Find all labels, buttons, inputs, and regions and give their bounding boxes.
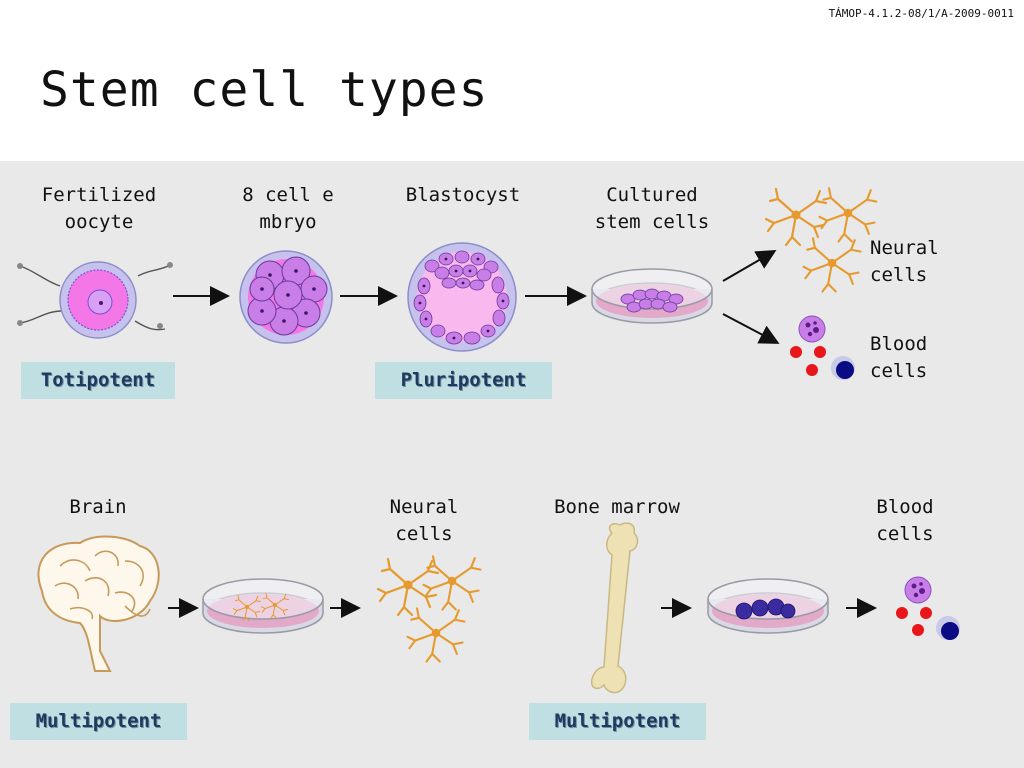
badge-totipotent: Totipotent: [21, 362, 175, 399]
neural-cells-illustration-bottom: [376, 555, 482, 663]
blastocyst-illustration: [407, 242, 517, 352]
label-8-cell-embryo: 8 cell embryo: [242, 184, 334, 233]
badge-multipotent-right: Multipotent: [529, 703, 706, 740]
neural-culture-dish: [202, 578, 324, 634]
label-cultured-stem-cells: Cultured stem cells: [594, 184, 710, 233]
slide-title: Stem cell types: [40, 62, 489, 118]
label-blastocyst: Blastocyst: [405, 184, 521, 206]
label-neural-cells-bottom: Neural cells: [389, 496, 459, 545]
label-neural-cells-top: Neural cells: [870, 237, 939, 286]
bone-illustration: [590, 522, 639, 694]
blood-culture-dish: [707, 578, 829, 634]
label-blood-cells-bottom: Blood cells: [876, 496, 934, 545]
arrow: [722, 249, 777, 282]
stem-cell-diagram: [17, 187, 960, 694]
blood-cells-illustration-bottom: [896, 576, 960, 640]
blood-cells-illustration-top: [790, 315, 855, 380]
header-code: TÁMOP-4.1.2-08/1/A-2009-0011: [828, 7, 1014, 20]
cultured-stem-cells-dish: [591, 268, 713, 324]
label-blood-cells-top: Blood cells: [870, 333, 928, 382]
badge-pluripotent: Pluripotent: [375, 362, 552, 399]
label-fertilized-oocyte: Fertilized oocyte: [41, 184, 157, 233]
badge-multipotent-left: Multipotent: [10, 703, 187, 740]
label-bone-marrow: Bone marrow: [554, 496, 680, 518]
eight-cell-embryo-illustration: [239, 250, 333, 344]
oocyte-illustration: [17, 261, 173, 339]
brain-illustration: [37, 535, 160, 672]
neural-cells-illustration-top: [764, 187, 878, 293]
arrow: [722, 313, 780, 344]
label-brain: Brain: [69, 496, 127, 518]
